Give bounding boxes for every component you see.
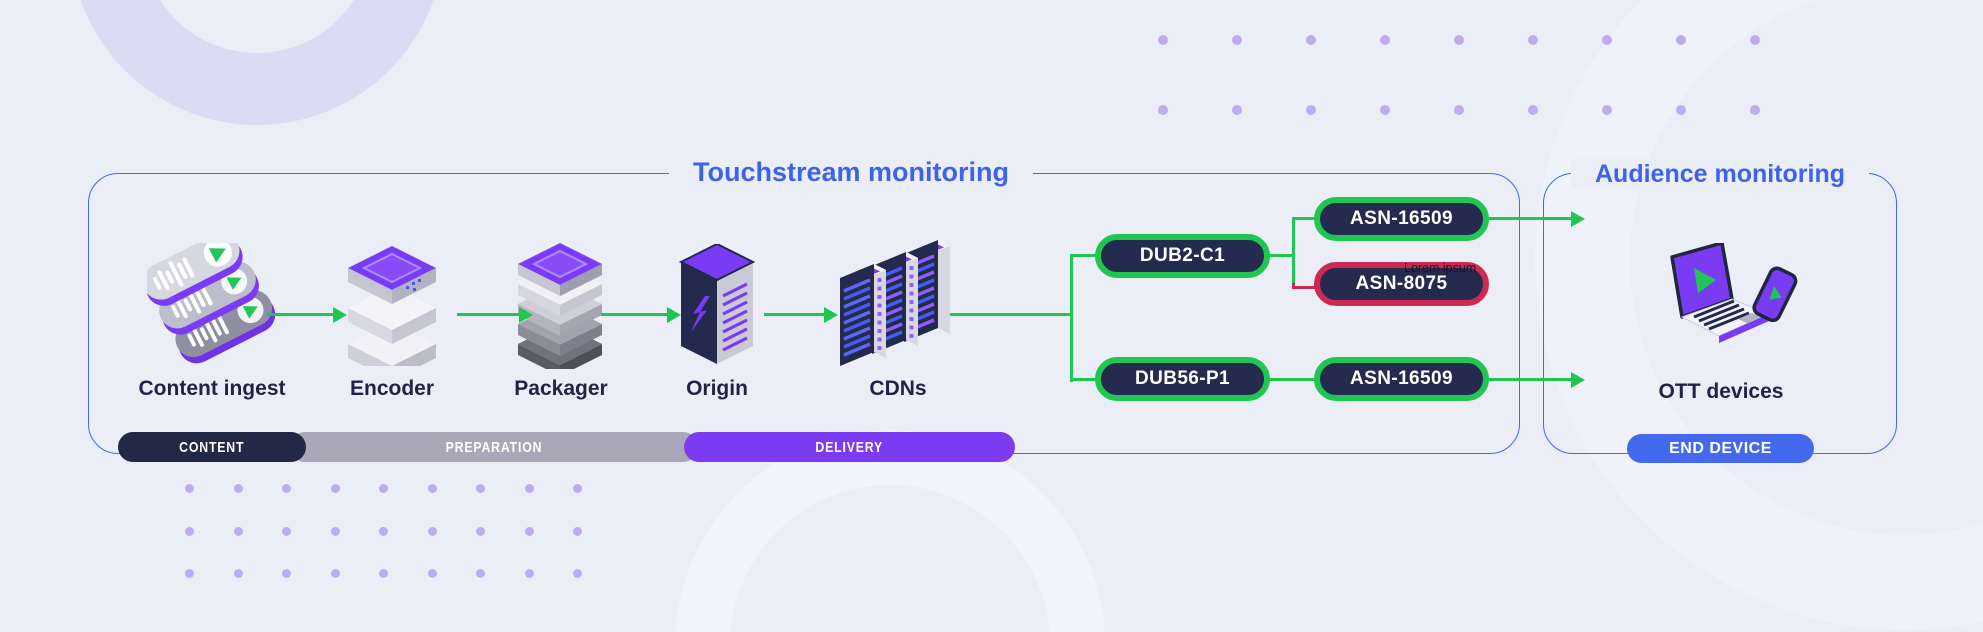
node-dub56-p1: DUB56-P1 [1095,357,1270,401]
arrowhead-cdns [824,306,838,323]
content-ingest-icon [142,232,277,372]
connector-asn-bottom-audience [1486,378,1571,381]
origin-icon [677,242,757,373]
connector-to-asn16509-top [1292,217,1318,220]
arrowhead-audience-bottom [1571,371,1585,388]
node-asn-16509-top: ASN-16509 [1314,197,1489,241]
end-device-badge: END DEVICE [1627,434,1814,463]
node-asn-16509-bottom: ASN-16509 [1314,357,1489,401]
node-asn-8075: ASN-8075 [1314,262,1489,306]
node-dub2-c1: DUB2-C1 [1095,234,1270,278]
connector-encoder-packager [457,313,519,316]
decorative-ring-top-left [70,0,444,125]
connector-fork-dub2 [1070,254,1098,257]
arrowhead-encoder [333,306,347,323]
connector-origin-cdns [764,313,824,316]
arrowhead-origin [667,306,681,323]
ott-devices-icon [1642,241,1802,374]
encoder-icon [342,246,442,380]
stage-label-cdns: CDNs [869,377,927,400]
content-label: CONTENT [179,438,245,456]
stage-label-origin: Origin [686,377,748,400]
stage-label-encoder: Encoder [349,377,435,400]
connector-fork-dub56 [1070,378,1098,381]
connector-dub2-out [1268,254,1294,257]
touchstream-monitoring-title: Touchstream monitoring [668,156,1034,188]
connector-ingest-encoder [267,313,333,316]
preparation-label: PREPARATION [445,438,543,456]
delivery-label: DELIVERY [815,438,884,456]
connector-asn-top-audience [1486,217,1571,220]
delivery-stage-bar: DELIVERY [684,432,1015,462]
content-stage-bar: CONTENT [118,432,306,462]
lorem-ipsum-annotation: Lorem ipsum [1404,261,1477,275]
stage-label-packager: Packager [514,377,608,400]
connector-packager-origin [601,313,667,316]
ott-devices-label: OTT devices [1658,380,1784,403]
fork-vertical-line [1070,254,1073,382]
cdn-icon [840,240,952,375]
stage-label-content-ingest: Content ingest [138,377,286,400]
connector-cdns-fork [950,313,1072,316]
end-device-label: END DEVICE [1669,439,1772,457]
audience-monitoring-title: Audience monitoring [1571,159,1869,189]
connector-to-asn8075 [1292,286,1320,289]
connector-dub56-asn16509 [1268,378,1318,381]
preparation-stage-bar: PREPARATION [290,432,698,462]
arrowhead-audience-top [1571,210,1585,227]
dub2-branch-vertical [1292,217,1295,285]
packager-icon [510,243,610,376]
arrowhead-packager [519,306,533,323]
